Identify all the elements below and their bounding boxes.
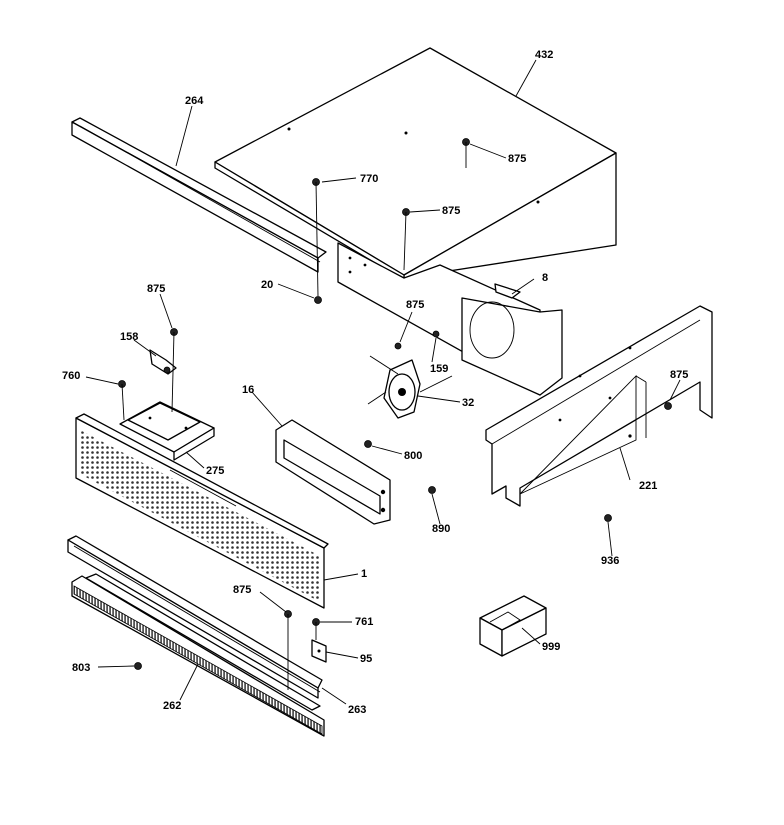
callout-761: 761 [355,616,373,628]
callout-16: 16 [242,384,254,396]
callout-875: 875 [233,584,251,596]
callout-158: 158 [120,331,138,343]
fan-housing-part [461,283,563,396]
callout-264: 264 [185,95,204,107]
callout-770: 770 [360,173,378,185]
callout-159: 159 [430,363,448,375]
callout-labels: 432 264 875 770 875 20 8 875 875 158 159… [62,49,688,716]
spacer-bracket-part [311,639,327,663]
callout-936: 936 [601,555,619,567]
mounting-bracket-part [119,401,215,461]
leader-lines [85,59,681,705]
front-panel-part [75,413,329,609]
control-board-part [275,419,391,525]
screw-fasteners [118,138,672,690]
callout-803: 803 [72,662,90,674]
side-rail-part [71,117,327,273]
callout-20: 20 [261,279,273,291]
switch-clip-part [149,349,177,375]
callout-32: 32 [462,397,474,409]
callout-875: 875 [670,369,688,381]
callout-875: 875 [406,299,424,311]
callout-760: 760 [62,370,80,382]
side-bracket-part [485,305,713,507]
lower-trim-part [67,535,323,711]
callout-875: 875 [442,205,460,217]
callout-875: 875 [508,153,526,165]
callout-221: 221 [639,480,657,492]
callout-875: 875 [147,283,165,295]
callout-263: 263 [348,704,366,716]
literature-box-part [479,595,547,657]
callout-999: 999 [542,641,560,653]
callout-8: 8 [542,272,548,284]
vent-grille-part [71,575,325,737]
callout-275: 275 [206,465,224,477]
callout-262: 262 [163,700,181,712]
top-cover-part [214,47,617,281]
callout-1: 1 [361,568,367,580]
callout-800: 800 [404,450,422,462]
callout-890: 890 [432,523,450,535]
callout-432: 432 [535,49,553,61]
callout-95: 95 [360,653,372,665]
fan-motor-part [367,355,453,419]
